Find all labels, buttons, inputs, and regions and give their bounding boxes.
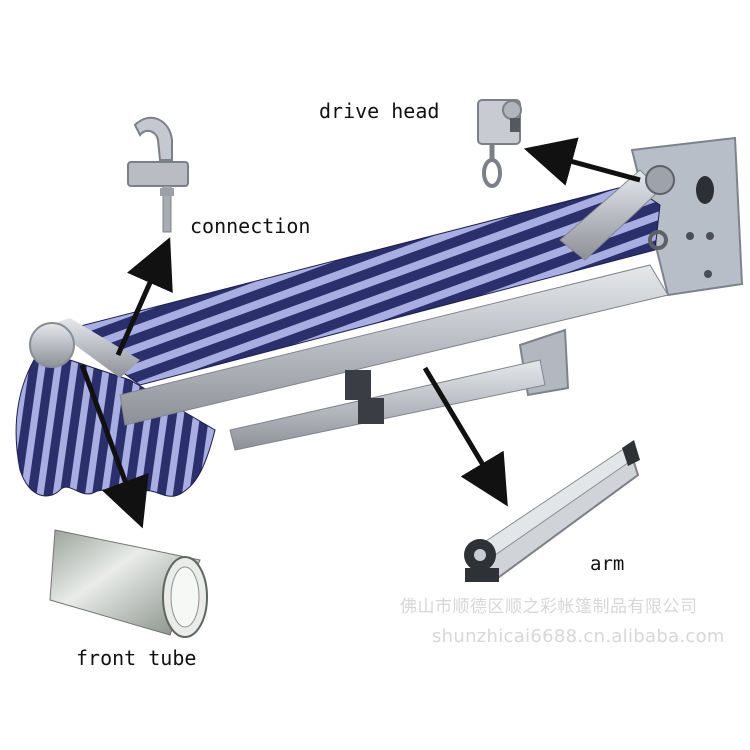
arrow-to-drive-head (523, 137, 641, 186)
label-front-tube: front tube (76, 646, 197, 670)
arrow-to-front-tube (79, 364, 149, 529)
awning-canopy (15, 184, 661, 497)
label-arm: arm (590, 553, 625, 575)
awning-arms (119, 165, 675, 451)
watermark-company: 佛山市顺德区顺之彩帐篷制品有限公司 (400, 597, 698, 617)
arm-part (464, 440, 640, 582)
connection-part (127, 116, 189, 233)
label-drive-head: drive head (319, 99, 440, 123)
arrow-to-connection (115, 237, 173, 357)
front-tube-part (49, 529, 208, 638)
arrow-to-arm (422, 366, 508, 507)
annotation-arrows (79, 137, 641, 529)
front-tube-on-awning (29, 318, 140, 378)
drive-head-part (477, 99, 522, 188)
watermark-url: shunzhicai6688.cn.alibaba.com (432, 626, 725, 647)
label-connection: connection (190, 214, 311, 238)
